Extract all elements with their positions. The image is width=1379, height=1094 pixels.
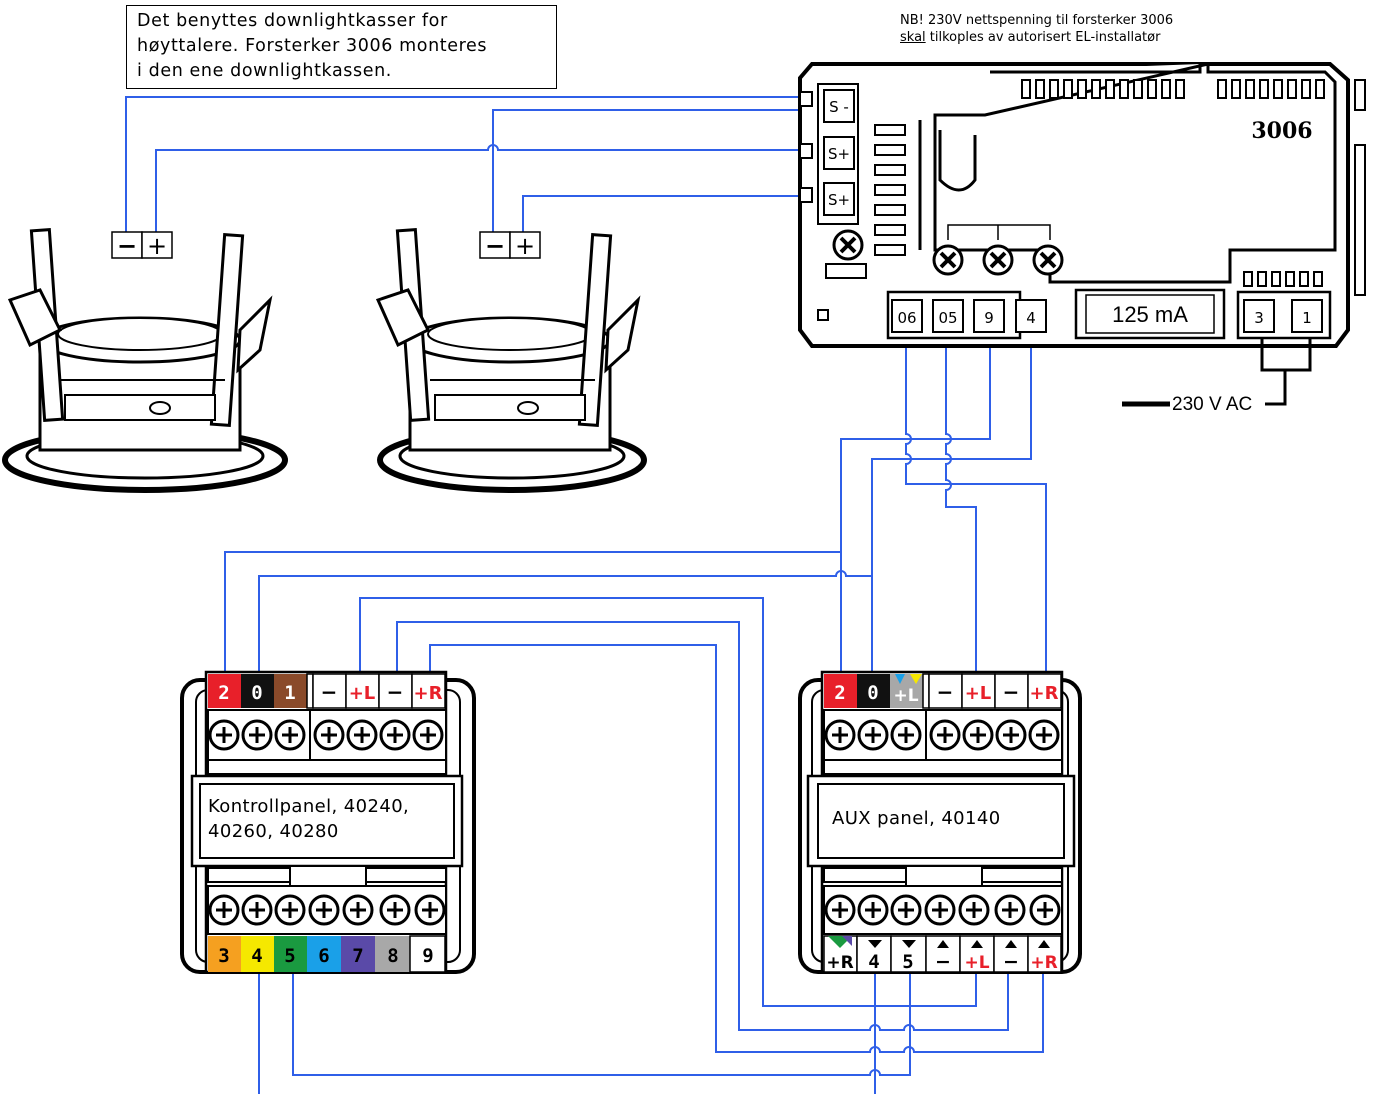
aux-top-minus-2: − <box>1003 680 1020 704</box>
control-panel-label: Kontrollpanel, 40240, 40260, 40280 <box>208 794 409 844</box>
right-speaker-terminals: − + <box>479 231 541 260</box>
power-cable <box>1122 338 1312 407</box>
wire-left-speaker-plus <box>155 144 808 232</box>
power-label: 230 V AC <box>1172 394 1252 415</box>
wire-cp-0 <box>258 570 872 672</box>
cp-top-1: 1 <box>284 682 295 704</box>
wire-amp-06 <box>905 342 1047 672</box>
amp-terminal-3: 3 <box>1254 309 1264 327</box>
aux-bottom-minus-2: − <box>1003 951 1019 973</box>
cp-top-2: 2 <box>218 682 229 704</box>
wire-cp-minus <box>396 621 1009 1031</box>
amp-terminal-4: 4 <box>1026 309 1036 327</box>
cp-bottom-6: 6 <box>318 945 329 967</box>
cp-top-minus-1: − <box>321 680 338 704</box>
cp-top-minus-2: − <box>387 680 404 704</box>
aux-bottom-5: 5 <box>902 951 913 973</box>
amp-speaker-terminal-3: S+ <box>828 191 850 209</box>
aux-top-0: 0 <box>867 682 878 704</box>
left-speaker-terminals: − + <box>111 231 173 260</box>
aux-top-plusL: +L <box>965 683 992 704</box>
aux-bottom-plusL: +L <box>964 953 989 973</box>
right-speaker-plus: + <box>515 232 535 260</box>
aux-bottom-4: 4 <box>868 951 879 973</box>
amp-speaker-terminal-2: S+ <box>828 145 850 163</box>
aux-top-plusL-mono: +L <box>893 686 918 706</box>
cp-bottom-5: 5 <box>284 945 295 967</box>
note-box: Det benyttes downlightkasser for høyttal… <box>126 5 557 89</box>
amp-model-label: 3006 <box>1251 118 1312 144</box>
amp-terminal-9: 9 <box>984 309 994 327</box>
control-panel-label-line-1: Kontrollpanel, 40240, <box>208 796 410 817</box>
cp-bottom-3: 3 <box>218 945 229 967</box>
note-line-1: Det benyttes downlightkasser for <box>137 11 448 31</box>
amp-speaker-terminal-1: S - <box>829 98 849 116</box>
aux-panel-module: 2 0 +L − +L − +R <box>798 670 1082 974</box>
aux-top-minus-1: − <box>937 680 954 704</box>
wire-cp-plusR <box>429 644 1044 1053</box>
warning-line-1: NB! 230V nettspenning til forsterker 300… <box>900 13 1174 28</box>
wire-cp-plusL <box>359 597 977 1007</box>
wire-right-speaker-plus <box>522 195 808 232</box>
cp-top-plusL: +L <box>349 683 376 704</box>
downlight-speaker-right <box>375 228 647 493</box>
aux-bottom-plusR-1: +R <box>826 953 853 973</box>
wire-amp-4 <box>871 342 1032 672</box>
left-speaker-minus: − <box>117 232 137 260</box>
cp-bottom-9: 9 <box>422 945 433 967</box>
amp-fuse-label: 125 mA <box>1112 302 1188 327</box>
wire-left-speaker-minus <box>125 96 808 232</box>
control-panel-label-line-2: 40260, 40280 <box>208 821 339 842</box>
amp-terminal-06: 06 <box>897 309 916 327</box>
wire-cp-2 <box>224 551 841 672</box>
warning-note: NB! 230V nettspenning til forsterker 300… <box>900 12 1260 46</box>
cp-bottom-4: 4 <box>251 945 262 967</box>
warning-line-2: skal tilkoples av autorisert EL-installa… <box>900 29 1260 46</box>
downlight-speaker-left <box>2 228 288 493</box>
amplifier-3006: S - S+ S+ 3006 06 05 9 4 125 mA <box>798 62 1366 348</box>
note-line-2: høyttalere. Forsterker 3006 monteres <box>137 36 488 56</box>
control-panel-module: 2 0 1 − +L − +R 3 4 5 6 7 8 9 <box>180 670 476 974</box>
aux-top-2: 2 <box>834 682 845 704</box>
wire-right-speaker-minus <box>492 109 820 232</box>
left-speaker-plus: + <box>147 232 167 260</box>
aux-bottom-plusR-2: +R <box>1030 953 1057 973</box>
warning-line-2-rest: tilkoples av autorisert EL-installatør <box>925 30 1161 45</box>
note-line-3: i den ene downlightkassen. <box>137 61 392 81</box>
wire-cp-5 <box>292 972 911 1076</box>
aux-top-plusR: +R <box>1030 683 1059 704</box>
wire-amp-05 <box>945 342 977 672</box>
cp-top-0: 0 <box>251 682 262 704</box>
wires <box>125 96 1047 1094</box>
aux-bottom-minus-1: − <box>935 951 951 973</box>
amp-terminal-05: 05 <box>938 309 957 327</box>
amp-terminal-1: 1 <box>1302 309 1312 327</box>
cp-bottom-8: 8 <box>387 945 398 967</box>
warning-underlined: skal <box>900 30 926 45</box>
wire-amp-9 <box>840 342 991 672</box>
cp-top-plusR: +R <box>414 683 443 704</box>
cp-bottom-7: 7 <box>352 945 363 967</box>
aux-panel-label: AUX panel, 40140 <box>832 808 1001 829</box>
right-speaker-minus: − <box>485 232 505 260</box>
